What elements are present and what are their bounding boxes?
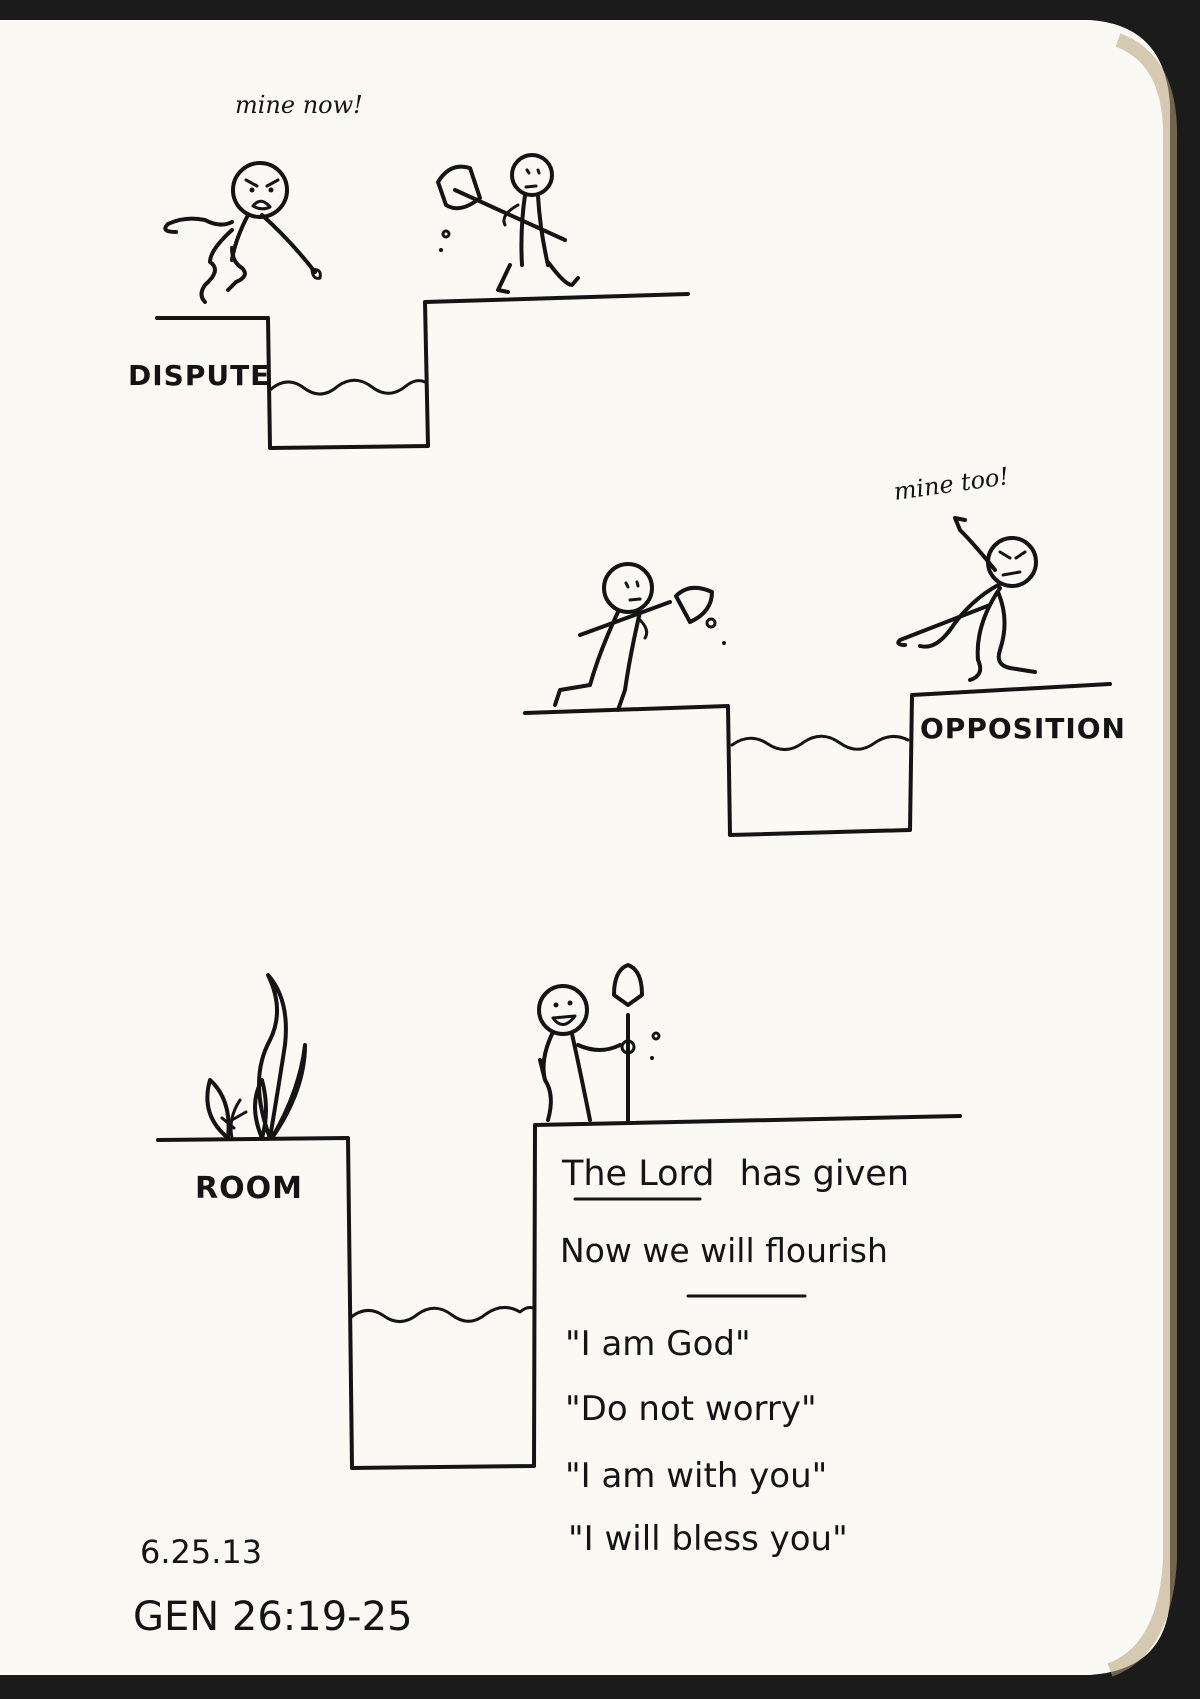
note-has-given: has given: [740, 1154, 909, 1194]
dispute-speech: mine now!: [235, 91, 363, 119]
quote-4: "I will bless you": [568, 1519, 848, 1559]
room-water: [348, 1306, 535, 1323]
notes-block: The Lord has given Now we will flourish …: [560, 1154, 909, 1559]
room-well: [156, 1114, 962, 1470]
note-the-lord: The Lord: [561, 1154, 715, 1194]
dispute-panel: mine now! DISPUTE: [128, 91, 690, 450]
page-edge-shadow: [1107, 33, 1178, 1677]
digger-figure-2: [553, 562, 726, 712]
quote-1: "I am God": [565, 1324, 751, 1364]
opposition-well: [523, 682, 1112, 837]
opposition-label: OPPOSITION: [920, 712, 1126, 745]
footer: 6.25.13 GEN 26:19-25: [133, 1533, 413, 1640]
angry-figure: [163, 161, 322, 304]
note-line2: Now we will flourish: [560, 1231, 888, 1270]
room-panel: ROOM: [156, 963, 962, 1470]
plant-sprout: [205, 973, 307, 1140]
dispute-label: DISPUTE: [128, 359, 270, 392]
digger-figure: [436, 153, 580, 294]
date: 6.25.13: [140, 1533, 262, 1571]
opposition-water: [730, 734, 910, 751]
room-label: ROOM: [195, 1171, 303, 1206]
paper: [0, 20, 1170, 1675]
angry-figure-2: [896, 516, 1038, 682]
note-line1-lord: The Lord has given: [561, 1154, 909, 1194]
quote-2: "Do not worry": [565, 1389, 817, 1429]
quote-3: "I am with you": [565, 1456, 827, 1496]
happy-figure: [537, 963, 661, 1124]
scripture-reference: GEN 26:19-25: [133, 1594, 413, 1640]
dispute-water: [268, 378, 427, 396]
dispute-well: [155, 292, 690, 450]
